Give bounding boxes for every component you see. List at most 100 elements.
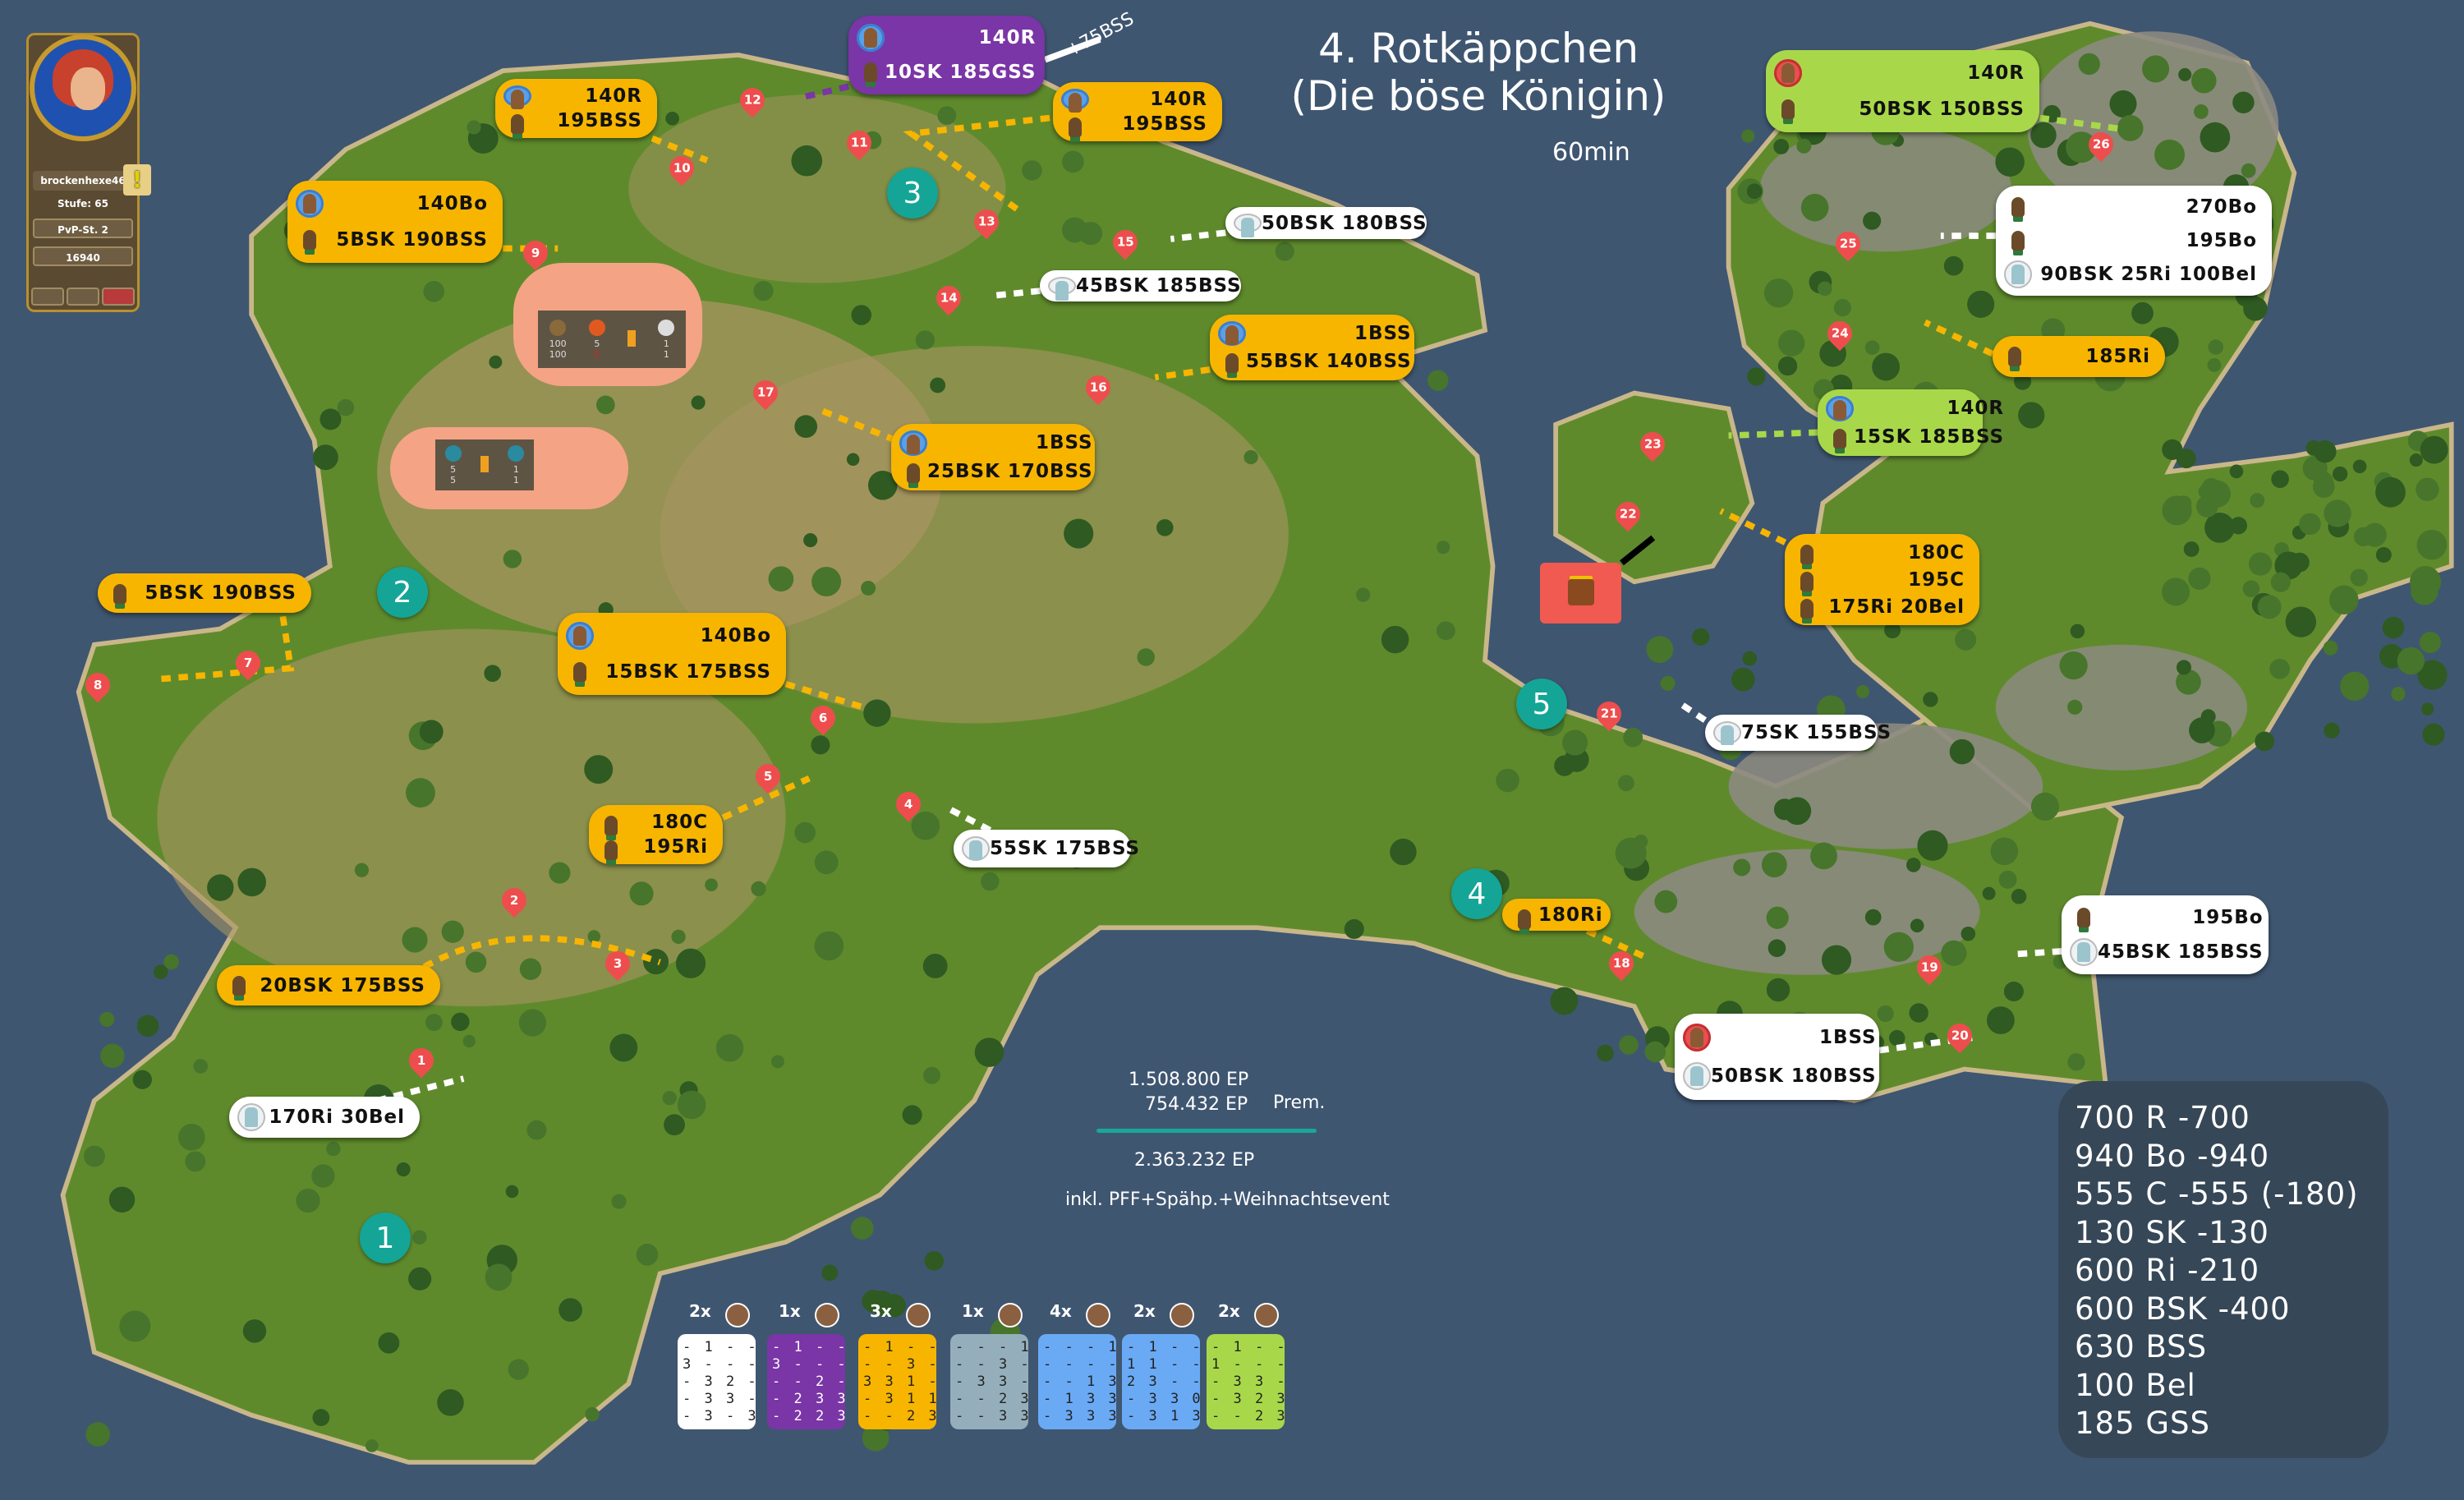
unit-lines: 180Ri <box>1538 904 1603 926</box>
unit-line: 15SK 185BSS <box>1854 426 2005 448</box>
tree <box>1910 918 1924 933</box>
tree <box>1800 193 1829 222</box>
tree <box>2352 459 2367 474</box>
unit-label: 180Ri <box>1502 899 1611 931</box>
card-row: - 3 - 3 <box>683 1408 759 1424</box>
route-arrow <box>1154 366 1211 381</box>
tree <box>2201 477 2221 497</box>
camp-number: 16 <box>1089 380 1107 395</box>
tree <box>2362 522 2387 547</box>
tree <box>2131 301 2154 324</box>
water-bucket-icon <box>549 319 567 336</box>
unit-line: 1BSS <box>1818 1027 1877 1049</box>
quest-scroll-icon[interactable]: ! <box>123 164 151 196</box>
step-marker: 5 <box>1516 679 1567 729</box>
route-arrow <box>800 83 850 101</box>
unit-line: 15BSK 175BSS <box>605 661 771 683</box>
tree <box>691 395 706 410</box>
unit-line: 20BSK 175BSS <box>260 974 425 996</box>
tree <box>794 821 816 844</box>
unit-line: 50BSK 180BSS <box>1711 1065 1877 1087</box>
route-arrow <box>2011 948 2062 958</box>
troop-portrait-icon <box>1793 541 1821 564</box>
tree <box>396 1162 411 1177</box>
settings-gear-icon[interactable] <box>31 288 64 306</box>
tree <box>1742 651 1758 666</box>
unit-icons <box>225 970 253 1001</box>
route-arrow <box>2039 114 2122 132</box>
tree <box>1817 281 1832 297</box>
amount: 1 <box>513 474 519 485</box>
unit-line: 1BSS <box>1354 323 1412 344</box>
tree <box>1949 738 1975 765</box>
tree <box>2397 646 2425 675</box>
summary-row: 940 Bo -940 <box>2075 1138 2270 1174</box>
amount: 1 <box>513 463 519 475</box>
score-button[interactable]: 16940 <box>33 246 133 266</box>
tree <box>2323 640 2338 656</box>
tree <box>2382 616 2405 639</box>
tree <box>814 931 844 961</box>
unit-icons <box>1510 904 1538 929</box>
gem-icon <box>444 444 462 462</box>
tree <box>2324 499 2351 527</box>
camp-number: 8 <box>93 678 103 692</box>
troop-portrait-icon <box>597 836 625 860</box>
step-marker: 1 <box>360 1212 411 1263</box>
tree <box>753 280 774 301</box>
tree <box>1766 978 1791 1002</box>
tree <box>751 881 766 897</box>
tree <box>2229 517 2248 535</box>
gem-icon <box>508 444 525 462</box>
tree <box>1733 858 1751 877</box>
tree <box>1883 932 1914 962</box>
avatar[interactable] <box>34 39 131 136</box>
unit-label: 75SK 155BSS <box>1705 715 1891 751</box>
unit-icons <box>2001 341 2029 372</box>
card-row: - 3 3 - <box>683 1391 759 1407</box>
ep-premium: 754.432 EP <box>1145 1094 1248 1115</box>
tree <box>1617 775 1634 792</box>
tree <box>1877 1005 1894 1023</box>
tree <box>636 1243 659 1266</box>
troop-portrait-icon <box>899 459 927 485</box>
unit-icons <box>1826 394 1854 451</box>
tree <box>1955 628 1977 651</box>
chat-icon[interactable] <box>67 288 99 306</box>
card-count: 2x <box>1218 1301 1240 1321</box>
tree <box>1821 945 1852 975</box>
troop-portrait-icon <box>296 226 324 254</box>
monk-general-icon <box>1254 1303 1279 1327</box>
tree <box>326 1141 341 1157</box>
tree <box>1766 906 1789 929</box>
camp-number: 20 <box>1951 1028 1969 1043</box>
camp-number: 6 <box>818 711 828 725</box>
adventure-duration: 60min <box>1552 138 1630 167</box>
tree <box>675 948 706 978</box>
unit-line: 45BSK 185BSS <box>2098 941 2264 963</box>
logout-icon[interactable] <box>102 288 135 306</box>
tree <box>1810 842 1837 870</box>
tree <box>154 964 168 979</box>
tree <box>1731 667 1755 692</box>
tree <box>2030 122 2057 149</box>
pvp-rank-button[interactable]: PvP-St. 2 <box>33 219 133 238</box>
tree <box>2178 67 2192 81</box>
route-arrow <box>1585 927 1652 963</box>
unit-line: 5BSK 190BSS <box>145 582 297 604</box>
stone-unit-icon <box>1048 277 1076 301</box>
tree <box>100 1043 125 1069</box>
player-profile-panel[interactable]: brockenhexe46 Stufe: 65 PvP-St. 2 16940 <box>26 33 140 312</box>
tree <box>505 1185 519 1199</box>
tree <box>337 398 355 416</box>
tree <box>2200 122 2231 153</box>
